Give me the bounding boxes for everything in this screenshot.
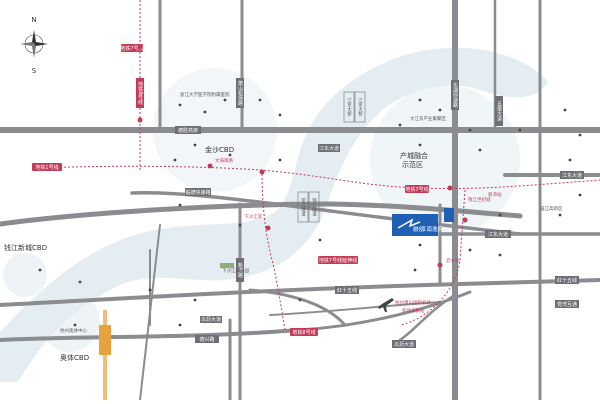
tunnel1-line2: 江东大桥 [358,97,363,118]
road-mid-east [269,301,441,316]
station-dot-yunshui [437,262,443,268]
compass-south-label: S [32,67,37,75]
label-yinhai-road: 瓜沥大道 [394,341,414,348]
metro-stations: 文海南路 下沙江滨 云水站 新湾站 钱江世纪城 [137,44,502,268]
compass-east-icon [34,42,48,46]
area-olympic-cbd: 奥体CBD [60,353,89,362]
project-box[interactable] [392,214,438,236]
label-dehe-expressway: 德胜高架 [178,127,198,134]
road-guali [398,293,457,342]
road-hongshi-branch [248,288,347,327]
road-dexing [0,328,302,342]
place-dajiangdong: 大江东产业集聚区 [410,115,446,122]
compass-north-icon [32,30,36,44]
label-linde-expressway: 临德快速路 [185,189,210,196]
label-jiangdong-avenue-left: 江东大道 [319,145,339,152]
station-dot-river [265,225,271,231]
tunnel1-line1: 江东大桥 [347,97,352,118]
qiantang-river [0,47,548,382]
station-dot-east [447,185,453,191]
industry-zone-glow [370,85,520,235]
place-xiasha-park: 下沙江滨公园 [222,267,249,274]
project-marker[interactable]: 融创 江南逸府 [392,208,454,236]
road-labels: 德胜高架 临德快速路 江东大道 江东大道 江东大道 红十五线 红十五线 德兴路 … [175,78,584,348]
label-jiangdong-avenue-right: 江东大道 [562,172,582,179]
area-industry-zone-line2: 示范区 [402,160,423,169]
tunnel2-line1: 望江隧道 [301,197,306,218]
road-hongshi-avenue [0,278,600,307]
compass-south-icon [32,44,36,58]
station-dot-mid [137,117,143,123]
station-wenhai-label: 文海南路 [215,157,233,164]
airport-icon [378,298,394,312]
metro-line8-ext-tag: 地铁8号线 [292,329,315,336]
metro-line8-tag: 地铁8号线 [137,81,143,105]
station-xinwan-label: 新湾站 [488,191,502,198]
label-fubao-road: 五堡大道 [496,101,502,122]
place-medical-center: 浙江大学医学院附属医院 [180,91,230,98]
label-lianhe-road: 瓜沥大道 [201,316,221,323]
park-patch [220,263,234,268]
station-dot-west [207,163,213,169]
road-airport-link [298,290,472,332]
metro-line1-tag: 地铁1号线 [35,164,58,171]
area-jinsha-cbd: 金沙CBD [205,145,234,154]
station-dot-xiasha [259,169,265,175]
label-xiaxi-road: 萧山机场路 [237,80,243,107]
compass: N S [20,16,48,75]
place-linjiang: 临江高新区 [540,205,563,212]
place-airport-sub: 机场高铁站 [402,307,425,314]
metro-line7-ext-tag: 地铁7号线 [405,186,428,193]
metro-line7-tag: 地铁7号线 [120,45,143,52]
place-airport: 杭州萧山国际机场 [395,299,431,306]
places: 杭州萧山国际机场 机场高铁站 杭州奥体中心 下沙江滨公园 临江高新区 大江东产业… [60,91,563,334]
station-yunshui-label: 云水站 [446,257,460,264]
label-dexing-road: 德兴路 [199,336,214,343]
label-hongshi-avenue: 红十五线 [337,287,357,294]
area-industry-zone-line1: 产城融合 [400,151,428,160]
label-shiwu-road: 红十五线 [557,277,577,284]
tunnels: 江东大桥 江东大桥 望江隧道 钱江隧道 [297,91,366,223]
compass-north-label: N [31,16,36,24]
project-pin [444,208,454,222]
station-qianjiang-label: 钱江世纪城 [468,196,491,203]
compass-west-icon [20,42,34,46]
metro-tags: 地铁1号线 地铁7号线 地铁8号线 地铁7号线 地铁8号线 地铁7号线延伸线 [32,44,429,355]
road-linde-expressway [130,190,522,236]
station-dot-north [137,44,143,50]
metro-line-1 [39,165,600,190]
qianjiang-zone-glow [3,253,47,297]
project-logo-icon [397,218,421,229]
label-dangwan-road: 党湾互通 [557,301,577,308]
tunnel2-line2: 钱江隧道 [312,197,317,218]
label-jinchang-road: 新湾路 [237,262,243,279]
project-name-line1: 融创 [413,225,424,233]
project-name-line2: 江南逸府 [421,225,444,233]
station-dot-south [462,217,468,223]
station-xiasha-label: 下沙江滨 [244,213,262,220]
label-jiangdong-road: 江东大道 [488,231,508,238]
label-xuelin-road: 东湖快速路 [452,82,458,109]
area-qianjiang-new-city-cbd: 钱江新城CBD [4,243,47,252]
poi-markers [38,98,582,327]
metro-terminal-tag: 地铁7号线延伸线 [319,257,357,264]
place-stadium: 杭州奥体中心 [60,327,87,334]
